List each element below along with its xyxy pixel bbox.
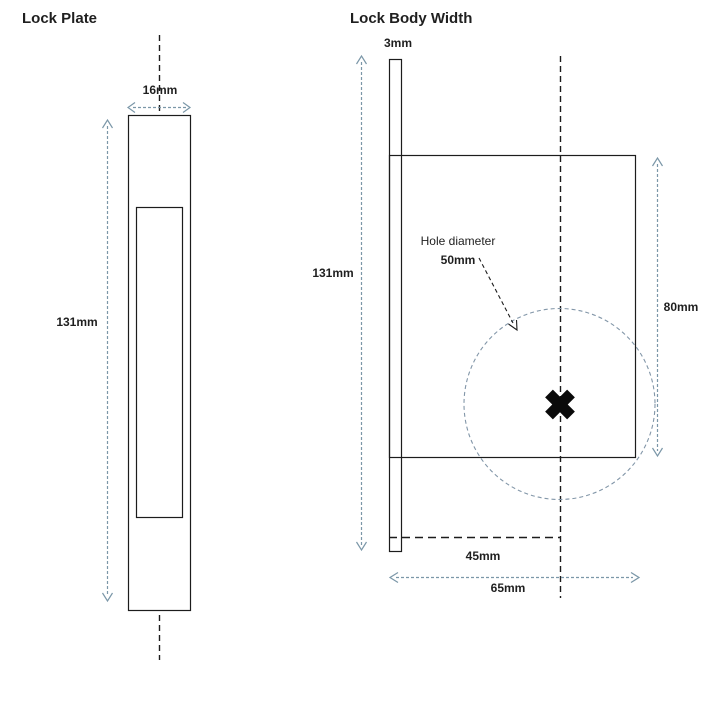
plate-width-label: 16mm	[142, 83, 178, 97]
lock-plate-title: Lock Plate	[22, 10, 98, 27]
hole-circle	[463, 307, 656, 501]
hole-leader-arrow	[478, 257, 518, 332]
body-height-label: 131mm	[312, 266, 354, 280]
lock-body-outline	[388, 154, 637, 459]
plate-height-label: 131mm	[56, 315, 98, 329]
plate-height-dimension-arrow	[101, 118, 114, 603]
body-side-height-label: 80mm	[663, 300, 699, 314]
lock-body-title: Lock Body Width	[350, 10, 473, 27]
faceplate-thickness-label: 3mm	[383, 36, 412, 50]
body-width-label: 65mm	[490, 581, 526, 595]
body-width-dimension-arrow	[388, 571, 641, 584]
hole-center-x-marker	[545, 389, 575, 420]
lock-plate-outline	[127, 114, 192, 612]
backset-label: 45mm	[465, 549, 501, 563]
lock-plate-inner-cutout	[135, 206, 184, 519]
body-height-dimension-arrow	[355, 54, 368, 552]
hole-caption: Hole diameter	[420, 234, 496, 248]
plate-width-dimension-arrow	[126, 102, 192, 113]
hole-diameter-label: 50mm	[440, 253, 476, 267]
body-side-height-dimension-arrow	[651, 156, 664, 458]
faceplate-strip	[388, 58, 403, 553]
